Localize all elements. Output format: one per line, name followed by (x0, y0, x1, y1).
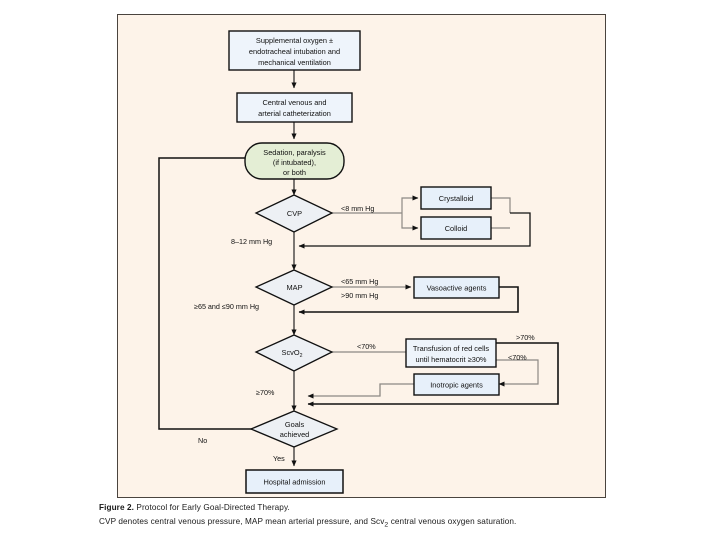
label-map-low: <65 mm Hg (341, 277, 378, 286)
label-scvo2-low: <70% (357, 342, 376, 351)
edge-transfusion-high-return (307, 342, 559, 407)
scvo2-label: ScvO2 (282, 348, 303, 359)
node-vasoactive-agents: Vasoactive agents (413, 276, 500, 299)
label-scvo2-ok: ≥70% (256, 388, 275, 397)
edge-inotropic-return (307, 383, 414, 399)
edge-transfusion-low-inotropic (495, 359, 539, 387)
node-supplemental-oxygen: Supplemental oxygen ± endotracheal intub… (228, 30, 361, 71)
caption-note-a: CVP denotes central venous pressure, MAP… (99, 517, 385, 526)
admission-label: Hospital admission (263, 478, 325, 487)
oxygen-line2: endotracheal intubation and (249, 47, 340, 56)
label-transfusion-low: <70% (508, 353, 527, 362)
node-catheterization: Central venous and arterial catheterizat… (236, 92, 353, 123)
label-goals-no: No (198, 436, 207, 445)
oxygen-line3: mechanical ventilation (258, 58, 331, 67)
goals-line1: Goals (285, 420, 305, 429)
crystalloid-label: Crystalloid (439, 194, 474, 203)
label-cvp-ok: 8–12 mm Hg (231, 237, 272, 246)
edge-goals-no-return (158, 155, 257, 430)
node-colloid: Colloid (420, 216, 492, 240)
caption-label: Figure 2. (99, 503, 135, 512)
sedation-line1: Sedation, paralysis (263, 148, 326, 157)
node-cvp-decision: CVP (254, 194, 334, 233)
node-transfusion: Transfusion of red cells until hematocri… (405, 338, 497, 368)
oxygen-line1: Supplemental oxygen ± (256, 36, 333, 45)
map-label: MAP (286, 283, 302, 292)
node-scvo2-decision: ScvO2 (254, 334, 334, 372)
sedation-line2: (if intubated), (273, 158, 316, 167)
caption-title: Protocol for Early Goal-Directed Therapy… (136, 503, 290, 512)
edge-vasoactive-return (298, 286, 519, 315)
node-inotropic-agents: Inotropic agents (413, 373, 500, 396)
node-map-decision: MAP (254, 269, 334, 306)
node-sedation: Sedation, paralysis (if intubated), or b… (244, 142, 345, 180)
goals-line2: achieved (280, 430, 310, 439)
caption-note-sub: 2 (384, 521, 389, 529)
transfusion-line1: Transfusion of red cells (413, 344, 489, 353)
inotropic-label: Inotropic agents (430, 381, 483, 390)
sedation-line3: or both (283, 168, 306, 177)
flowchart-svg: Supplemental oxygen ± endotracheal intub… (158, 30, 559, 494)
caption-note-b: central venous oxygen saturation. (388, 517, 517, 526)
connectors (158, 70, 559, 467)
colloid-label: Colloid (445, 224, 468, 233)
catheter-line2: arterial catheterization (258, 109, 331, 118)
edge-labels: <8 mm Hg 8–12 mm Hg <65 mm Hg >90 mm Hg … (194, 204, 535, 463)
transfusion-line2: until hematocrit ≥30% (415, 355, 486, 364)
node-goals-decision: Goals achieved (249, 410, 339, 448)
figure-caption-title: Figure 2. Protocol for Early Goal-Direct… (99, 503, 290, 512)
edge-fluids-return-cvp (298, 212, 531, 249)
edge-cvp-colloid (401, 213, 419, 231)
node-crystalloid: Crystalloid (420, 186, 492, 210)
node-hospital-admission: Hospital admission (245, 469, 344, 494)
edge-cvp-crystalloid (401, 195, 419, 213)
vasoactive-label: Vasoactive agents (427, 284, 487, 293)
catheter-line1: Central venous and (262, 98, 326, 107)
label-goals-yes: Yes (273, 454, 285, 463)
cvp-label: CVP (287, 209, 302, 218)
label-map-ok: ≥65 and ≤90 mm Hg (194, 302, 259, 311)
edge-crystalloid-return (490, 197, 511, 213)
figure-frame: Supplemental oxygen ± endotracheal intub… (117, 14, 606, 498)
label-map-high: >90 mm Hg (341, 291, 378, 300)
label-transfusion-high: >70% (516, 333, 535, 342)
label-cvp-low: <8 mm Hg (341, 204, 374, 213)
figure-caption-note: CVP denotes central venous pressure, MAP… (99, 517, 516, 529)
